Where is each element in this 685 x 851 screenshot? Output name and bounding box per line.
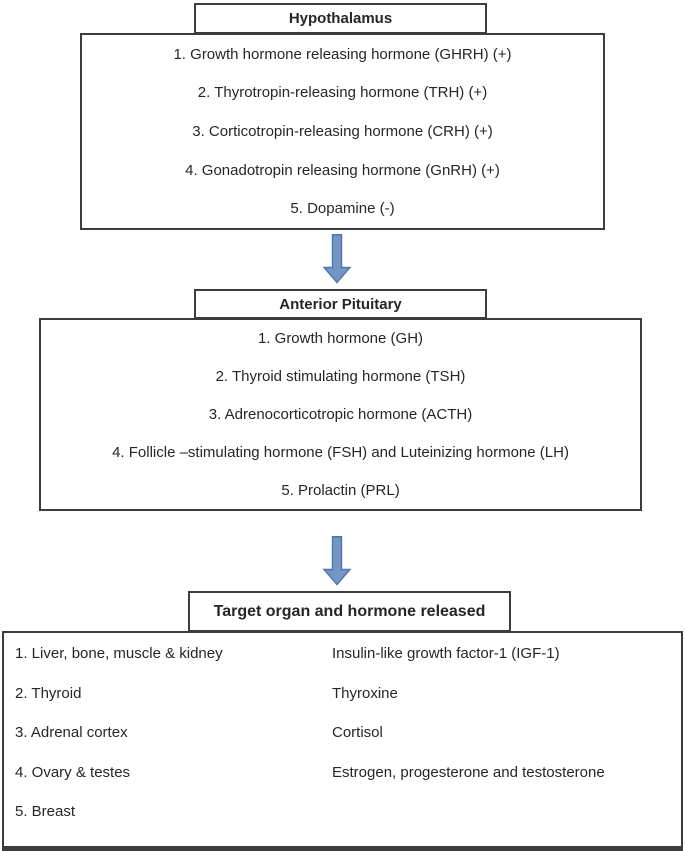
hormone-cell: Cortisol	[332, 724, 383, 742]
hypothalamus-item-3: 3. Corticotropin-releasing hormone (CRH)…	[192, 122, 493, 140]
hormone-cell: Insulin-like growth factor-1 (IGF-1)	[332, 645, 560, 663]
organ-cell: 4. Ovary & testes	[15, 763, 131, 781]
down-arrow-icon	[322, 234, 352, 284]
organ-cell: 2. Thyroid	[15, 684, 82, 702]
hormone-cell: Thyroxine	[332, 684, 398, 702]
table-row: 4. Ovary & testes Estrogen, progesterone…	[4, 753, 681, 793]
hypothalamus-item-1: 1. Growth hormone releasing hormone (GHR…	[173, 45, 512, 63]
hypothalamus-header-box: Hypothalamus	[194, 3, 487, 34]
hormone-cell: Estrogen, progesterone and testosterone	[332, 763, 605, 781]
hypothalamus-title: Hypothalamus	[288, 10, 393, 27]
hypothalamus-list-box: 1. Growth hormone releasing hormone (GHR…	[80, 33, 605, 230]
target-organ-table-box: 1. Liver, bone, muscle & kidney Insulin-…	[2, 631, 683, 851]
hypothalamus-item-5: 5. Dopamine (-)	[290, 200, 395, 218]
table-row: 2. Thyroid Thyroxine	[4, 674, 681, 714]
table-row: 1. Liver, bone, muscle & kidney Insulin-…	[4, 634, 681, 674]
anterior-pituitary-list-box: 1. Growth hormone (GH) 2. Thyroid stimul…	[39, 318, 642, 511]
down-arrow-shape	[322, 234, 352, 284]
target-organ-title: Target organ and hormone released	[213, 602, 486, 620]
down-arrow-shape	[322, 536, 352, 586]
table-row: 5. Breast	[4, 792, 681, 832]
anterior-pituitary-title: Anterior Pituitary	[279, 295, 402, 313]
anterior-pituitary-header-box: Anterior Pituitary	[194, 289, 487, 319]
hypothalamus-item-2: 2. Thyrotropin-releasing hormone (TRH) (…	[197, 84, 488, 102]
down-arrow-icon	[322, 536, 352, 586]
table-row: 3. Adrenal cortex Cortisol	[4, 713, 681, 753]
hypothalamus-item-4: 4. Gonadotropin releasing hormone (GnRH)…	[185, 161, 500, 179]
anterior-pituitary-list: 1. Growth hormone (GH) 2. Thyroid stimul…	[41, 320, 640, 509]
anterior-item-1: 1. Growth hormone (GH)	[257, 330, 424, 348]
anterior-item-4: 4. Follicle –stimulating hormone (FSH) a…	[112, 443, 569, 461]
organ-cell: 5. Breast	[15, 803, 76, 821]
anterior-item-2: 2. Thyroid stimulating hormone (TSH)	[215, 368, 466, 386]
organ-cell: 1. Liver, bone, muscle & kidney	[15, 645, 223, 663]
anterior-item-5: 5. Prolactin (PRL)	[281, 481, 400, 499]
target-organ-header-box: Target organ and hormone released	[188, 591, 511, 632]
target-organ-table: 1. Liver, bone, muscle & kidney Insulin-…	[4, 633, 681, 832]
hypothalamus-list: 1. Growth hormone releasing hormone (GHR…	[82, 35, 603, 228]
anterior-item-3: 3. Adrenocorticotropic hormone (ACTH)	[208, 405, 473, 423]
organ-cell: 3. Adrenal cortex	[15, 724, 128, 742]
